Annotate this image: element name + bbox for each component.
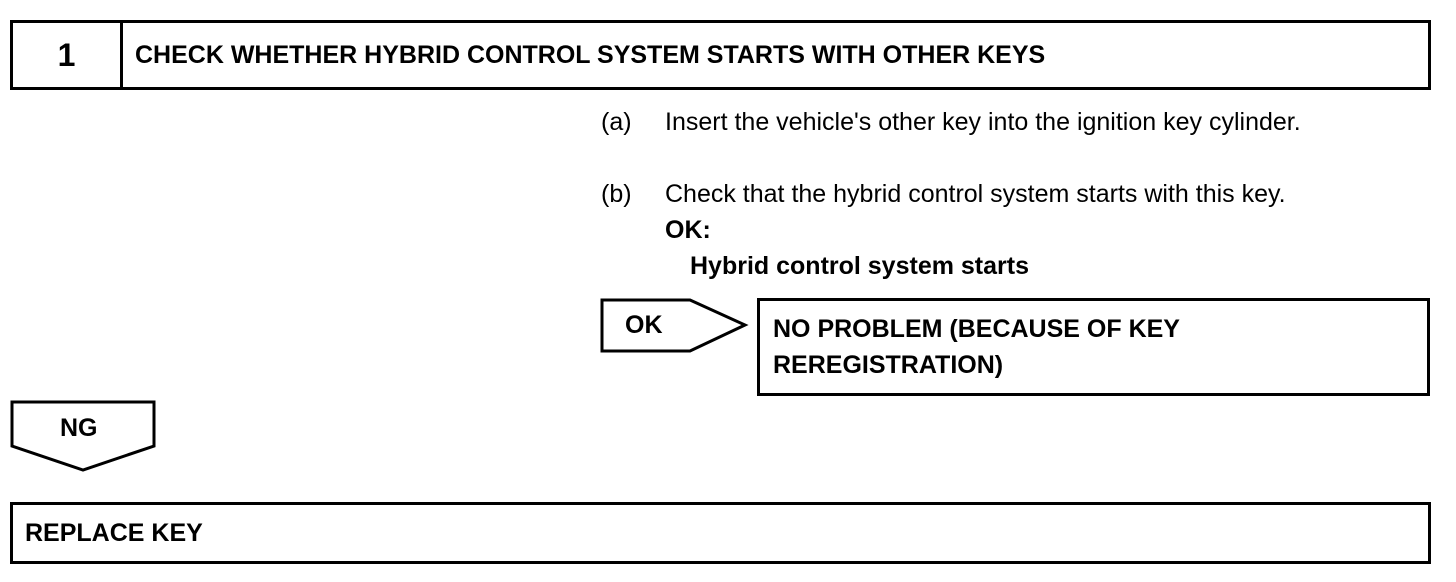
instruction-item-a: (a) Insert the vehicle's other key into … — [601, 104, 1431, 176]
ok-result-text: NO PROBLEM (BECAUSE OF KEY REREGISTRATIO… — [773, 315, 1180, 379]
instruction-item-b: (b) Check that the hybrid control system… — [601, 176, 1431, 212]
instruction-tag: (a) — [601, 108, 632, 136]
ok-arrow-icon — [600, 298, 749, 353]
ok-spec-label: OK: — [665, 216, 711, 244]
ng-arrow-icon — [10, 400, 156, 472]
ng-arrow-label: NG — [60, 414, 98, 442]
step-title: CHECK WHETHER HYBRID CONTROL SYSTEM STAR… — [135, 40, 1046, 69]
instruction-text: Check that the hybrid control system sta… — [665, 180, 1286, 208]
step-header: 1 CHECK WHETHER HYBRID CONTROL SYSTEM ST… — [10, 20, 1431, 90]
ng-result-text: REPLACE KEY — [25, 518, 203, 547]
instruction-tag: (b) — [601, 180, 632, 208]
instruction-text: Insert the vehicle's other key into the … — [665, 108, 1301, 136]
ng-result-box: REPLACE KEY — [10, 502, 1431, 564]
ok-spec-value: Hybrid control system starts — [690, 252, 1029, 280]
step-number: 1 — [13, 23, 123, 87]
ok-arrow-label: OK — [625, 311, 663, 339]
ok-result-box: NO PROBLEM (BECAUSE OF KEY REREGISTRATIO… — [757, 298, 1430, 396]
